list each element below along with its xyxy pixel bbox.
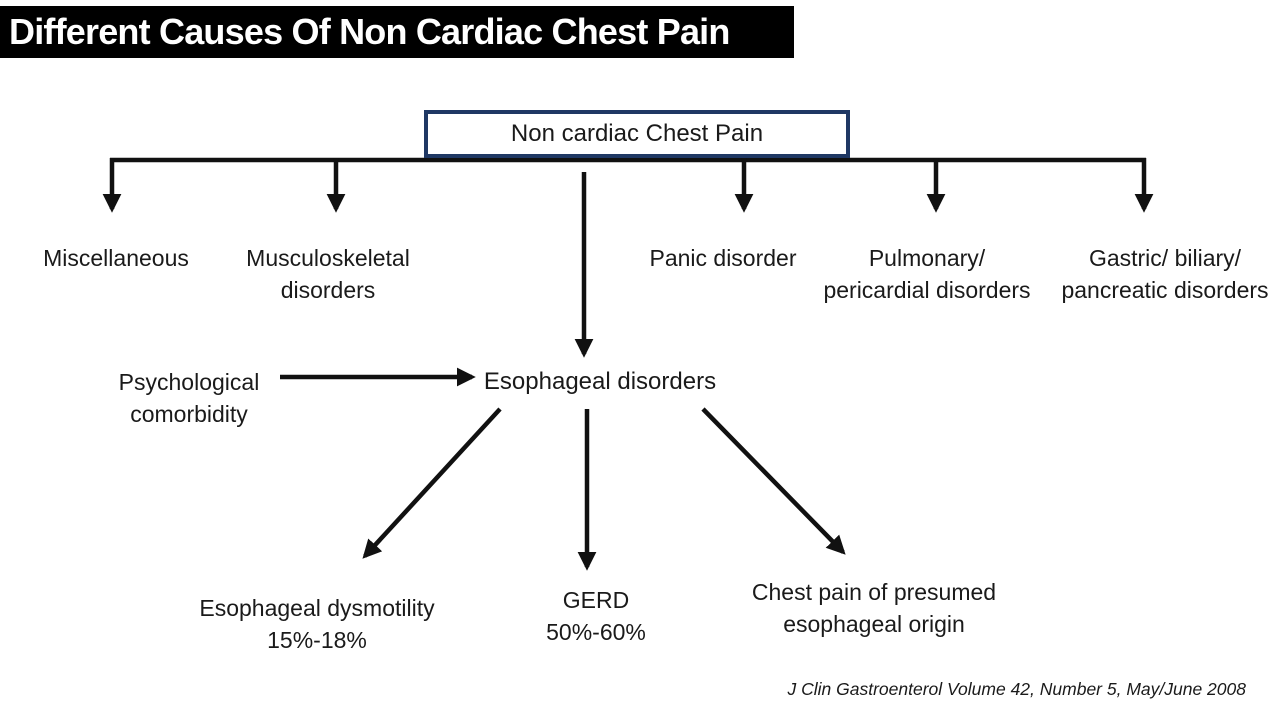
node-miscellaneous: Miscellaneous xyxy=(43,242,189,274)
node-esophageal-dysmotility: Esophageal dysmotility 15%-18% xyxy=(199,592,434,656)
node-gerd-line1: GERD xyxy=(562,587,630,613)
node-miscellaneous-line1: Miscellaneous xyxy=(43,245,189,271)
node-gerd-line2: 50%-60% xyxy=(546,619,646,645)
node-psychological-line1: Psychological xyxy=(118,369,260,395)
citation-text: J Clin Gastroenterol Volume 42, Number 5… xyxy=(787,679,1246,699)
page-title: Different Causes Of Non Cardiac Chest Pa… xyxy=(9,11,730,52)
node-musculoskeletal-line2: disorders xyxy=(280,277,376,303)
node-musculoskeletal-line1: Musculoskeletal xyxy=(246,245,410,271)
node-gerd: GERD 50%-60% xyxy=(546,584,646,648)
node-root: Non cardiac Chest Pain xyxy=(424,110,850,158)
node-gastric-line2: pancreatic disorders xyxy=(1061,277,1269,303)
node-panic-disorder: Panic disorder xyxy=(649,242,796,274)
node-panic-line1: Panic disorder xyxy=(649,245,797,271)
node-chest-pain-line2: esophageal origin xyxy=(783,611,965,637)
node-pulmonary-line1: Pulmonary/ xyxy=(868,245,986,271)
node-chest-pain-line1: Chest pain of presumed xyxy=(751,579,997,605)
node-psychological-line2: comorbidity xyxy=(130,401,248,427)
node-pulmonary: Pulmonary/ pericardial disorders xyxy=(823,242,1030,306)
node-pulmonary-line2: pericardial disorders xyxy=(823,277,1031,303)
title-bar: Different Causes Of Non Cardiac Chest Pa… xyxy=(0,6,794,58)
node-musculoskeletal: Musculoskeletal disorders xyxy=(246,242,410,306)
arrow-esophageal-to-chest-pain xyxy=(701,407,846,555)
node-esophageal-line1: Esophageal disorders xyxy=(483,368,717,395)
node-chest-pain-presumed: Chest pain of presumed esophageal origin xyxy=(752,576,996,640)
node-dysmotility-line1: Esophageal dysmotility xyxy=(199,595,435,621)
node-gastric: Gastric/ biliary/ pancreatic disorders xyxy=(1061,242,1268,306)
node-root-label: Non cardiac Chest Pain xyxy=(510,120,764,147)
node-gastric-line1: Gastric/ biliary/ xyxy=(1088,245,1242,271)
arrow-esophageal-to-dysmotility xyxy=(362,407,502,559)
node-esophageal-disorders: Esophageal disorders xyxy=(484,366,716,398)
node-psychological: Psychological comorbidity xyxy=(119,366,260,430)
node-dysmotility-line2: 15%-18% xyxy=(267,627,367,653)
